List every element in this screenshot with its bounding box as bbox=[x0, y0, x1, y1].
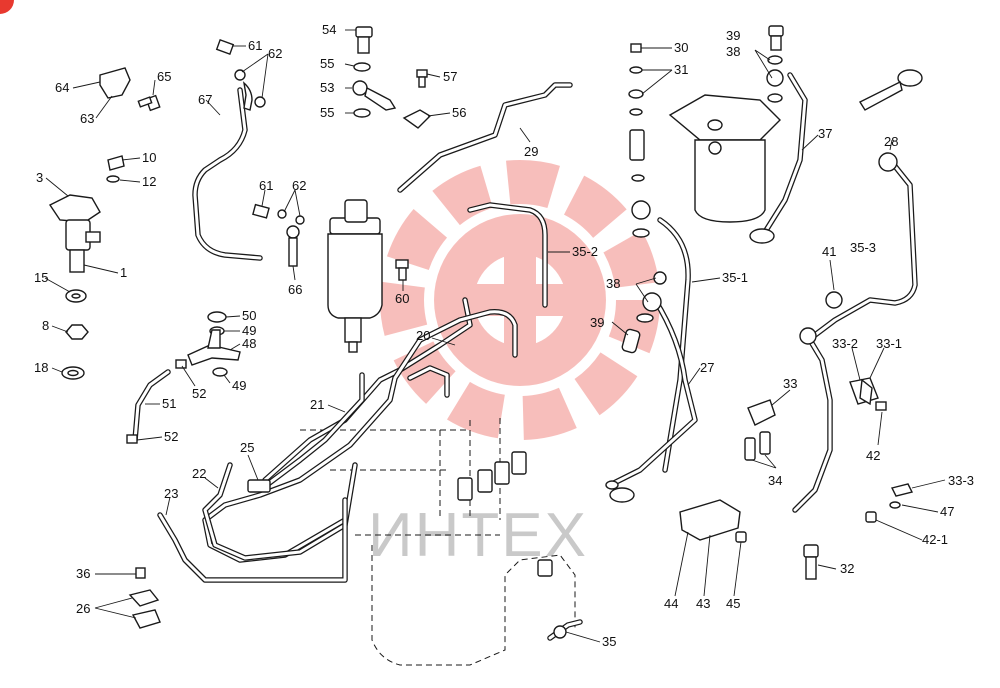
callout-42-1: 42-1 bbox=[922, 532, 948, 547]
callout-43: 43 bbox=[696, 596, 710, 611]
callout-57: 57 bbox=[443, 69, 457, 84]
callout-labels: 54 55 53 55 57 56 61 62 64 65 63 67 10 1… bbox=[34, 22, 974, 649]
callout-42: 42 bbox=[866, 448, 880, 463]
leader-lines bbox=[44, 29, 946, 643]
callout-35: 35 bbox=[602, 634, 616, 649]
callout-47: 47 bbox=[940, 504, 954, 519]
callout-63: 63 bbox=[80, 111, 94, 126]
callout-54: 54 bbox=[322, 22, 336, 37]
callout-18: 18 bbox=[34, 360, 48, 375]
corner-badge bbox=[0, 0, 14, 14]
callout-32: 32 bbox=[840, 561, 854, 576]
callout-51: 51 bbox=[162, 396, 176, 411]
watermark-logo bbox=[380, 160, 660, 440]
callout-45: 45 bbox=[726, 596, 740, 611]
callout-49: 49 bbox=[242, 323, 256, 338]
callout-29: 29 bbox=[524, 144, 538, 159]
callout-15: 15 bbox=[34, 270, 48, 285]
callout-48: 48 bbox=[242, 336, 256, 351]
callout-61: 61 bbox=[248, 38, 262, 53]
fuel-pipes bbox=[132, 72, 918, 641]
callout-10: 10 bbox=[142, 150, 156, 165]
callout-52: 52 bbox=[192, 386, 206, 401]
callout-36: 36 bbox=[76, 566, 90, 581]
callout-12: 12 bbox=[142, 174, 156, 189]
callout-33: 33 bbox=[783, 376, 797, 391]
callout-21: 21 bbox=[310, 397, 324, 412]
callout-53: 53 bbox=[320, 80, 334, 95]
callout-35-1: 35-1 bbox=[722, 270, 748, 285]
callout-26: 26 bbox=[76, 601, 90, 616]
engine-outline bbox=[300, 418, 576, 666]
callout-33-2: 33-2 bbox=[832, 336, 858, 351]
callout-8: 8 bbox=[42, 318, 49, 333]
parts bbox=[48, 25, 923, 639]
callout-37: 37 bbox=[818, 126, 832, 141]
callout-27: 27 bbox=[700, 360, 714, 375]
callout-64: 64 bbox=[55, 80, 69, 95]
callout-52: 52 bbox=[164, 429, 178, 444]
callout-55: 55 bbox=[320, 105, 334, 120]
callout-44: 44 bbox=[664, 596, 678, 611]
callout-61: 61 bbox=[259, 178, 273, 193]
callout-31: 31 bbox=[674, 62, 688, 77]
callout-23: 23 bbox=[164, 486, 178, 501]
callout-50: 50 bbox=[242, 308, 256, 323]
callout-33-3: 33-3 bbox=[948, 473, 974, 488]
callout-49: 49 bbox=[232, 378, 246, 393]
callout-60: 60 bbox=[395, 291, 409, 306]
callout-30: 30 bbox=[674, 40, 688, 55]
callout-20: 20 bbox=[416, 328, 430, 343]
callout-39: 39 bbox=[726, 28, 740, 43]
callout-39: 39 bbox=[590, 315, 604, 330]
callout-55: 55 bbox=[320, 56, 334, 71]
callout-1: 1 bbox=[120, 265, 127, 280]
callout-3: 3 bbox=[36, 170, 43, 185]
callout-41: 41 bbox=[822, 244, 836, 259]
callout-33-1: 33-1 bbox=[876, 336, 902, 351]
callout-62: 62 bbox=[268, 46, 282, 61]
callout-35-3: 35-3 bbox=[850, 240, 876, 255]
callout-38: 38 bbox=[726, 44, 740, 59]
callout-35-2: 35-2 bbox=[572, 244, 598, 259]
callout-67: 67 bbox=[198, 92, 212, 107]
callout-38: 38 bbox=[606, 276, 620, 291]
callout-56: 56 bbox=[452, 105, 466, 120]
callout-65: 65 bbox=[157, 69, 171, 84]
callout-34: 34 bbox=[768, 473, 782, 488]
callout-22: 22 bbox=[192, 466, 206, 481]
callout-25: 25 bbox=[240, 440, 254, 455]
callout-66: 66 bbox=[288, 282, 302, 297]
callout-62: 62 bbox=[292, 178, 306, 193]
callout-28: 28 bbox=[884, 134, 898, 149]
